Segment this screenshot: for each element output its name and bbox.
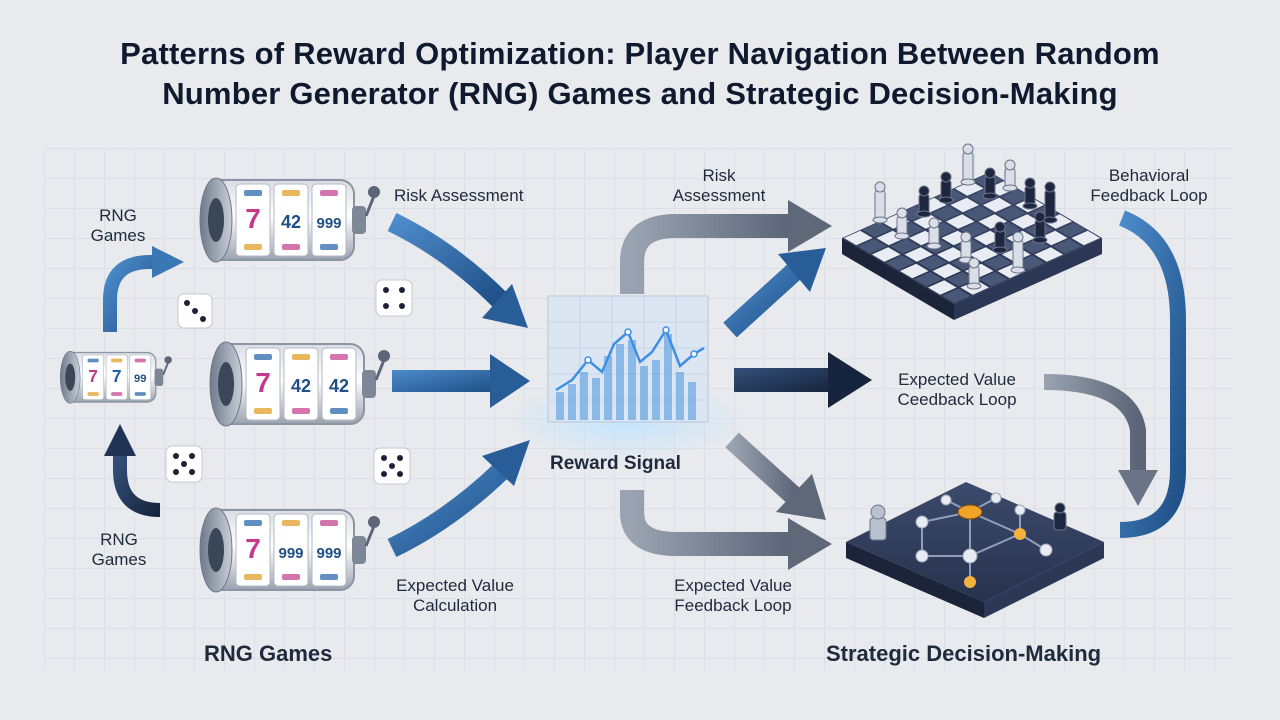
node-board-icon [846, 482, 1104, 618]
label-expected-value-calculation: Expected Value Calculation [382, 576, 528, 616]
arrow-slot2-to-reward [392, 354, 530, 408]
title-line-1: Patterns of Reward Optimization: Player … [120, 36, 1160, 71]
title-line-2: Number Generator (RNG) Games and Strateg… [162, 76, 1118, 111]
arrow-behavioral-feedback-loop [1118, 210, 1186, 538]
dice-icon [177, 293, 213, 329]
page-title: Patterns of Reward Optimization: Player … [0, 34, 1280, 114]
slot-symbol: 999 [316, 545, 341, 562]
label-rng-games-bottom-line2: Games [91, 550, 147, 569]
label-rng-games-top: RNG Games [86, 206, 150, 246]
label-ev-calc-line2: Calculation [412, 596, 498, 615]
arrow-reward-to-chess [723, 248, 826, 338]
label-ev-calc-line1: Expected Value [396, 576, 514, 595]
label-rng-games-footer: RNG Games [204, 641, 333, 666]
label-behavioral-line2: Feedback Loop [1090, 186, 1208, 205]
label-ev-bottom-line2: Feedback Loop [674, 596, 792, 615]
arrow-reward-to-node [725, 432, 826, 520]
slot-symbol: 7 [255, 367, 271, 398]
slot-symbol: 7 [112, 366, 122, 386]
label-risk-assessment-right-line1: Risk [702, 166, 736, 185]
label-risk-assessment-left: Risk Assessment [394, 186, 524, 205]
slot-symbol: 99 [134, 373, 146, 385]
label-rng-games-bottom: RNG Games [84, 530, 154, 570]
label-behavioral-feedback-loop: Behavioral Feedback Loop [1086, 166, 1212, 206]
slot-symbol: 42 [291, 376, 311, 396]
arrow-left-up [103, 246, 184, 332]
chess-board-icon [842, 143, 1102, 320]
label-ev-mid-line2: Ceedback Loop [897, 390, 1017, 409]
label-risk-assessment-right: Risk Assessment [664, 166, 774, 206]
slot-symbol: 42 [329, 376, 349, 396]
dice-icon [373, 447, 411, 485]
label-ev-mid-line1: Expected Value [898, 370, 1016, 389]
slot-symbol: 999 [316, 215, 341, 232]
slot-symbol: 42 [281, 212, 301, 232]
label-expected-value-feedback-bottom: Expected Value Feedback Loop [660, 576, 806, 616]
arrow-reward-up-gray [620, 200, 832, 294]
arrow-expected-feedback-loop [1043, 374, 1158, 506]
label-ev-bottom-line1: Expected Value [674, 576, 792, 595]
arrow-reward-down-gray [620, 490, 832, 570]
slot-machine-icon: 7 42 42 [209, 341, 390, 427]
slot-symbol: 7 [88, 366, 98, 386]
reward-chart-icon [506, 295, 746, 460]
label-behavioral-line1: Behavioral [1108, 166, 1190, 185]
label-rng-games-bottom-line1: RNG [100, 530, 138, 549]
label-strategic-footer: Strategic Decision-Making [826, 641, 1102, 666]
arrow-left-down [104, 424, 161, 517]
label-expected-value-feedback-mid: Expected Value Ceedback Loop [884, 370, 1030, 410]
dice-icon [375, 279, 413, 317]
arrow-slot1-to-reward [387, 212, 528, 328]
slot-symbol: 7 [245, 533, 261, 564]
label-risk-assessment-right-line2: Assessment [672, 186, 766, 205]
slot-machine-icon: 7 999 999 [199, 507, 380, 593]
slot-symbol: 7 [245, 203, 261, 234]
label-rng-games-top-line2: Games [90, 226, 146, 245]
slot-symbol: 999 [278, 545, 303, 562]
arrow-reward-to-expected [734, 352, 872, 408]
label-reward-signal: Reward Signal [550, 453, 681, 474]
arrow-slot3-to-reward [387, 440, 530, 558]
dice-icon [165, 445, 203, 483]
label-rng-games-top-line1: RNG [99, 206, 137, 225]
slot-machine-icon: 7 42 999 [199, 177, 380, 263]
